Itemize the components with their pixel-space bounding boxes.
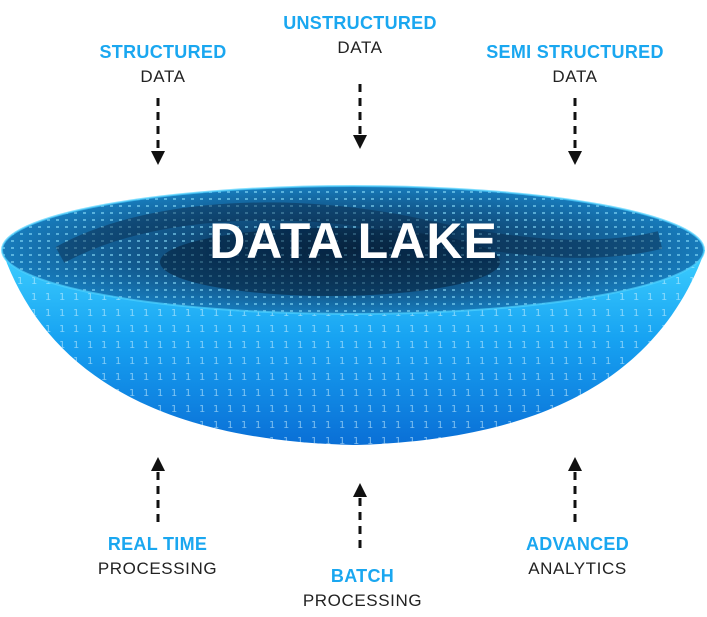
input-title: SEMI STRUCTURED bbox=[486, 42, 664, 62]
output-real-time: REAL TIME PROCESSING bbox=[60, 534, 255, 578]
output-title: REAL TIME bbox=[107, 534, 208, 554]
output-title: ADVANCED bbox=[525, 534, 630, 554]
lake-title: DATA LAKE bbox=[209, 213, 498, 269]
arrow-down-semi-structured bbox=[568, 98, 582, 165]
input-subtitle: DATA bbox=[337, 37, 383, 57]
input-subtitle: DATA bbox=[140, 66, 186, 86]
arrow-down-structured bbox=[151, 98, 165, 165]
output-subtitle: PROCESSING bbox=[302, 590, 423, 610]
input-structured: STRUCTURED DATA bbox=[68, 42, 258, 86]
arrow-down-unstructured bbox=[353, 84, 367, 149]
input-subtitle: DATA bbox=[552, 66, 598, 86]
output-title: BATCH bbox=[330, 566, 395, 586]
arrow-up-analytics bbox=[568, 457, 582, 522]
input-unstructured: UNSTRUCTURED DATA bbox=[245, 13, 475, 57]
output-subtitle: PROCESSING bbox=[97, 558, 218, 578]
input-semi-structured: SEMI STRUCTURED DATA bbox=[460, 42, 690, 86]
output-analytics: ADVANCED ANALYTICS bbox=[480, 534, 675, 578]
arrow-up-real-time bbox=[151, 457, 165, 522]
arrow-up-batch bbox=[353, 483, 367, 550]
output-subtitle: ANALYTICS bbox=[528, 558, 627, 578]
input-title: STRUCTURED bbox=[99, 42, 227, 62]
input-title: UNSTRUCTURED bbox=[283, 13, 437, 33]
output-batch: BATCH PROCESSING bbox=[265, 566, 460, 610]
